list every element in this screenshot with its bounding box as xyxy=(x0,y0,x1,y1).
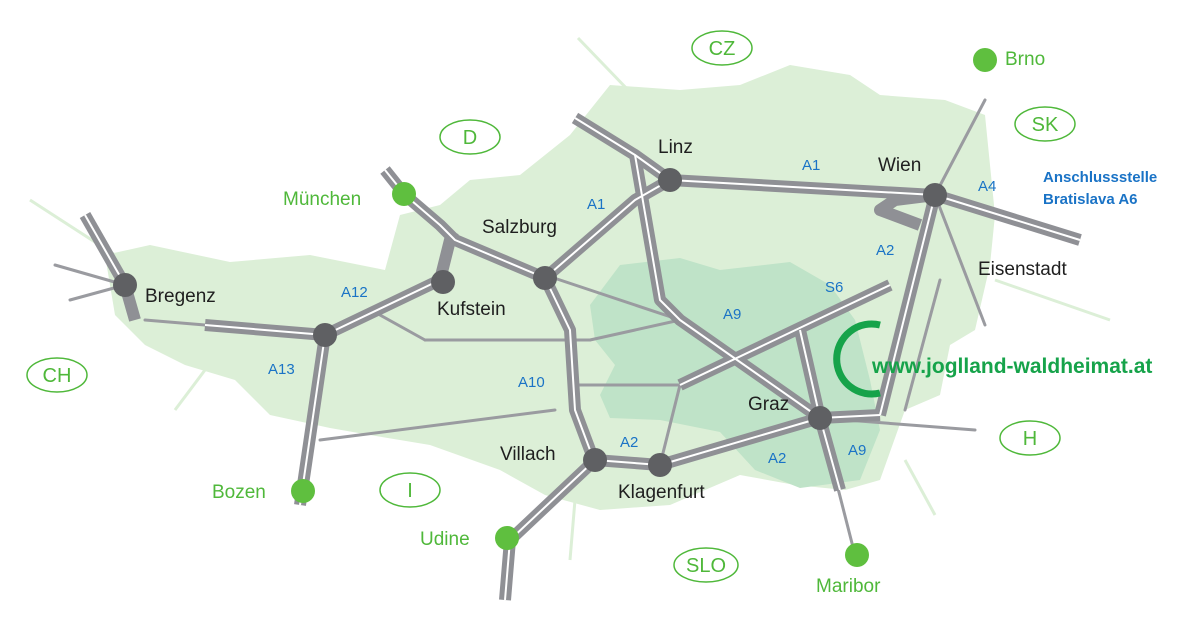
label-maribor: Maribor xyxy=(816,576,881,597)
country-badge-slo xyxy=(673,547,739,583)
node-innsbruck xyxy=(313,323,337,347)
node-linz xyxy=(658,168,682,192)
label-graz: Graz xyxy=(748,394,789,415)
country-badge-i xyxy=(379,472,441,508)
road-s6: S6 xyxy=(825,279,843,296)
node-brno xyxy=(973,48,997,72)
anschluss-line2: Bratislava A6 xyxy=(1043,191,1138,208)
country-badges: CZ SK D CH I SLO H xyxy=(26,30,1076,583)
label-muenchen: München xyxy=(283,189,361,210)
country-d: D xyxy=(463,127,477,149)
label-udine: Udine xyxy=(420,529,470,550)
city-nodes xyxy=(113,168,947,477)
label-wien: Wien xyxy=(878,155,921,176)
node-kufstein xyxy=(431,270,455,294)
label-linz: Linz xyxy=(658,137,693,158)
road-a10: A10 xyxy=(518,374,545,391)
website-url[interactable]: www.joglland-waldheimat.at xyxy=(871,355,1152,378)
anschluss-note: Anschlussstelle Bratislava A6 xyxy=(1043,169,1157,208)
country-slo: SLO xyxy=(686,555,726,577)
country-h: H xyxy=(1023,428,1037,450)
country-badge-ch xyxy=(26,357,88,393)
node-bozen xyxy=(291,479,315,503)
road-a12: A12 xyxy=(341,284,368,301)
label-brno: Brno xyxy=(1005,49,1045,70)
country-badge-d xyxy=(439,119,501,155)
label-bozen: Bozen xyxy=(212,482,266,503)
logo-arc-icon xyxy=(833,320,881,398)
external-nodes xyxy=(291,48,997,567)
city-labels: Linz Wien Salzburg Kufstein Bregenz Eise… xyxy=(145,137,1067,503)
anschluss-line1: Anschlussstelle xyxy=(1043,169,1157,186)
country-badge-cz xyxy=(691,30,753,66)
external-labels: Brno München Bozen Udine Maribor xyxy=(212,49,1045,597)
road-labels: A1 A1 A4 A2 S6 A9 A12 A13 A10 A2 A2 A9 xyxy=(268,157,996,467)
node-klagenfurt xyxy=(648,453,672,477)
node-villach xyxy=(583,448,607,472)
label-villach: Villach xyxy=(500,444,556,465)
node-graz xyxy=(808,406,832,430)
node-bregenz xyxy=(113,273,137,297)
road-a2-north: A2 xyxy=(876,242,894,259)
country-badge-h xyxy=(999,420,1061,456)
road-a4: A4 xyxy=(978,178,996,195)
minor-roads xyxy=(53,98,987,557)
label-eisenstadt: Eisenstadt xyxy=(978,259,1067,280)
country-cz: CZ xyxy=(709,38,736,60)
country-ch: CH xyxy=(43,365,72,387)
road-a9-south: A9 xyxy=(848,442,866,459)
label-klagenfurt: Klagenfurt xyxy=(618,482,705,503)
road-a9-north: A9 xyxy=(723,306,741,323)
country-sk: SK xyxy=(1032,114,1059,136)
country-badge-sk xyxy=(1014,106,1076,142)
road-a2-south: A2 xyxy=(768,450,786,467)
label-bregenz: Bregenz xyxy=(145,286,216,307)
node-salzburg xyxy=(533,266,557,290)
country-i: I xyxy=(407,480,413,502)
node-udine xyxy=(495,526,519,550)
label-salzburg: Salzburg xyxy=(482,217,557,238)
label-kufstein: Kufstein xyxy=(437,299,506,320)
node-muenchen xyxy=(392,182,416,206)
road-a2-villach: A2 xyxy=(620,434,638,451)
node-maribor xyxy=(845,543,869,567)
road-a1-west: A1 xyxy=(587,196,605,213)
border-lines xyxy=(29,36,1111,561)
road-a1-east: A1 xyxy=(802,157,820,174)
road-a13: A13 xyxy=(268,361,295,378)
node-wien xyxy=(923,183,947,207)
